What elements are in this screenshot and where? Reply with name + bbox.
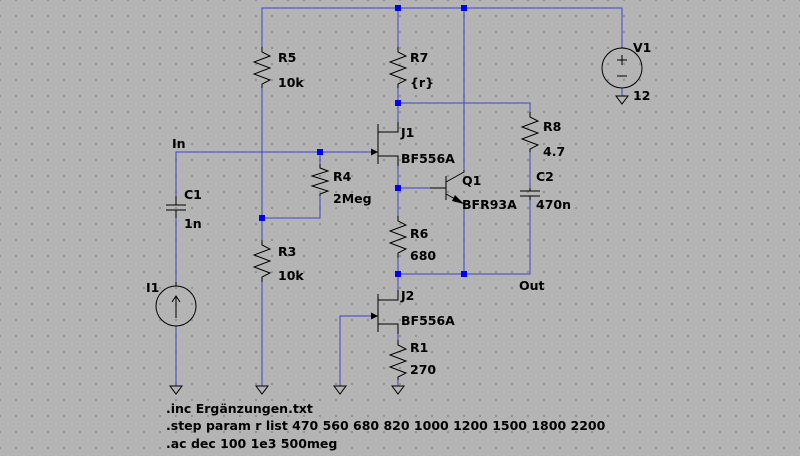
- junction-dot: [395, 100, 401, 106]
- j1-value[interactable]: BF556A: [401, 151, 455, 166]
- r6-ref[interactable]: R6: [410, 226, 429, 241]
- resistor-r5[interactable]: [252, 47, 272, 88]
- r7-ref[interactable]: R7: [410, 50, 428, 65]
- c2-value[interactable]: 470n: [536, 197, 571, 212]
- bjt-q1[interactable]: [430, 170, 465, 206]
- directive-include[interactable]: .inc Ergänzungen.txt: [166, 401, 313, 416]
- junction-dot: [395, 5, 401, 11]
- resistor-r1[interactable]: [388, 340, 408, 380]
- resistor-r6[interactable]: [388, 216, 408, 258]
- component-labels: R5 10k R7 {r} R8 4.7 C2 470n J1 BF556A Q…: [146, 40, 651, 377]
- ground-symbol: [391, 385, 405, 395]
- junction-dot: [395, 185, 401, 191]
- r3-ref[interactable]: R3: [278, 244, 296, 259]
- r8-ref[interactable]: R8: [543, 119, 561, 134]
- v1-value[interactable]: 12: [633, 88, 650, 103]
- i1-ref[interactable]: I1: [146, 280, 159, 295]
- r5-ref[interactable]: R5: [278, 50, 296, 65]
- resistor-r8[interactable]: [520, 112, 540, 152]
- capacitor-c1[interactable]: [166, 196, 186, 218]
- current-source-i1[interactable]: [155, 282, 197, 327]
- jfet-j2[interactable]: [371, 290, 399, 334]
- q1-value[interactable]: BFR93A: [462, 197, 517, 212]
- net-label-in[interactable]: In: [172, 136, 186, 151]
- j1-ref[interactable]: J1: [400, 125, 414, 140]
- j2-ref[interactable]: J2: [400, 288, 414, 303]
- c1-value[interactable]: 1n: [184, 216, 202, 231]
- ground-symbol: [169, 385, 183, 395]
- jfet-j1[interactable]: [371, 122, 399, 166]
- r1-ref[interactable]: R1: [410, 340, 428, 355]
- junction-dot: [461, 5, 467, 11]
- voltage-source-v1[interactable]: [601, 47, 643, 89]
- v1-ref[interactable]: V1: [633, 40, 651, 55]
- r4-value[interactable]: 2Meg: [333, 191, 372, 206]
- junction-dot: [317, 149, 323, 155]
- r1-value[interactable]: 270: [410, 362, 436, 377]
- directive-ac[interactable]: .ac dec 100 1e3 500meg: [166, 436, 337, 451]
- r5-value[interactable]: 10k: [278, 75, 304, 90]
- ground-symbol: [333, 385, 347, 395]
- junction-dot: [461, 271, 467, 277]
- c2-ref[interactable]: C2: [536, 169, 554, 184]
- net-label-out[interactable]: Out: [519, 278, 545, 293]
- j2-value[interactable]: BF556A: [401, 313, 455, 328]
- junction-dot: [395, 271, 401, 277]
- r8-value[interactable]: 4.7: [543, 144, 565, 159]
- resistor-r4[interactable]: [310, 164, 330, 196]
- directive-step[interactable]: .step param r list 470 560 680 820 1000 …: [166, 418, 606, 433]
- c1-ref[interactable]: C1: [184, 187, 202, 202]
- ground-symbol: [615, 95, 629, 105]
- r3-value[interactable]: 10k: [278, 268, 304, 283]
- r4-ref[interactable]: R4: [333, 169, 352, 184]
- resistor-r7[interactable]: [388, 47, 408, 88]
- junctions: [259, 5, 467, 277]
- r7-value[interactable]: {r}: [410, 75, 434, 90]
- junction-dot: [259, 215, 265, 221]
- resistor-r3[interactable]: [252, 240, 272, 282]
- r6-value[interactable]: 680: [410, 248, 436, 263]
- q1-ref[interactable]: Q1: [462, 173, 481, 188]
- capacitor-c2[interactable]: [520, 188, 540, 200]
- ground-symbol: [255, 385, 269, 395]
- spice-directives: .inc Ergänzungen.txt .step param r list …: [166, 401, 606, 451]
